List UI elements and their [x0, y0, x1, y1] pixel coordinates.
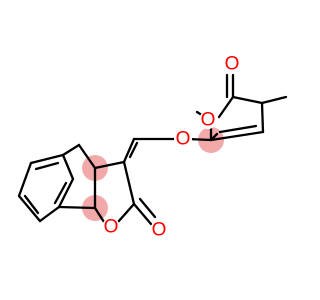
- double-bond-second: [218, 124, 258, 134]
- bond: [217, 95, 235, 119]
- bond: [57, 205, 97, 210]
- bond: [77, 143, 97, 170]
- cyclopentane-ring: [57, 143, 97, 210]
- butenolide-ring: [195, 73, 288, 142]
- double-bond-inner: [23, 194, 40, 215]
- molecule-diagram: O O O O O: [17, 54, 288, 241]
- bond: [260, 101, 265, 134]
- atom-o-butenolide-ring: O: [201, 110, 216, 131]
- bond: [57, 177, 75, 209]
- bond: [209, 130, 265, 142]
- bond: [61, 153, 75, 181]
- lactone-ring: [93, 160, 157, 226]
- bond: [93, 160, 126, 170]
- atom-o-lactone-carbonyl: O: [152, 220, 167, 241]
- bond: [122, 137, 136, 164]
- atom-o-lactone-ring: O: [104, 217, 119, 238]
- stereocenter-highlights: [82, 127, 224, 221]
- double-bond-inner: [34, 161, 60, 171]
- bond: [17, 161, 33, 198]
- atom-o-butenolide-carbonyl: O: [225, 54, 240, 75]
- bond: [38, 205, 61, 223]
- benzene-ring: [17, 153, 75, 223]
- double-bond-second: [138, 197, 157, 219]
- bond: [132, 202, 153, 226]
- bond: [17, 194, 42, 223]
- bond: [231, 95, 264, 105]
- atom-labels: O O O O O: [102, 54, 241, 241]
- bond: [29, 153, 65, 165]
- atom-o-ether: O: [176, 129, 191, 150]
- double-bond-inner: [53, 181, 68, 205]
- methylidene-ether-linker: [122, 137, 213, 164]
- bond: [93, 206, 106, 224]
- methyl-bond: [260, 95, 288, 105]
- bond: [116, 202, 136, 224]
- structure-drawing: O O O O O: [17, 54, 288, 241]
- double-bond-second: [128, 141, 139, 159]
- bond: [61, 143, 81, 157]
- bond: [122, 160, 136, 206]
